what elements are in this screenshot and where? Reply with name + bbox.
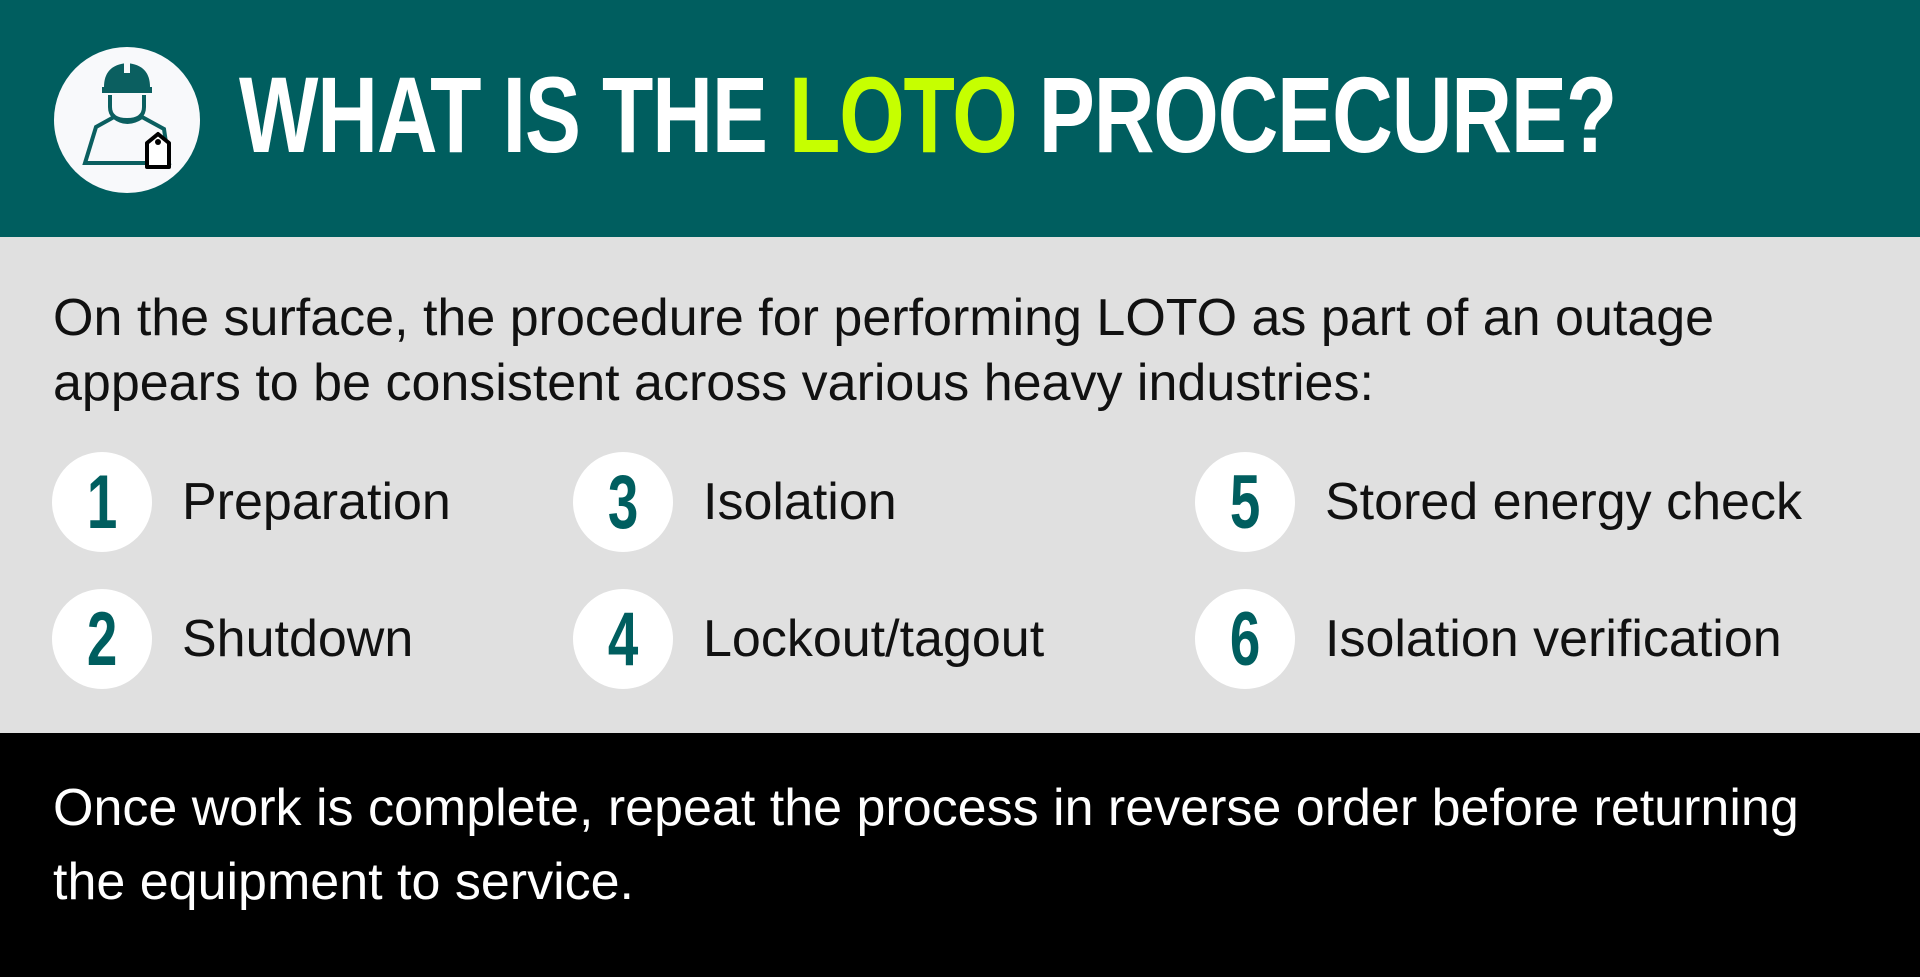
title-text: WHAT IS THE: [239, 53, 790, 175]
step-number-badge: 4: [573, 589, 673, 689]
step-label: Isolation: [703, 473, 897, 531]
step-item: 6 Isolation verification: [1195, 589, 1782, 689]
step-label: Lockout/tagout: [703, 610, 1045, 668]
footer-note: Once work is complete, repeat the proces…: [0, 733, 1920, 977]
page-title: WHAT IS THE LOTO PROCECURE?: [239, 60, 1617, 168]
step-label: Preparation: [182, 473, 451, 531]
header-banner: WHAT IS THE LOTO PROCECURE?: [0, 0, 1920, 237]
step-number-badge: 1: [52, 452, 152, 552]
step-label: Stored energy check: [1325, 473, 1802, 531]
step-number-badge: 5: [1195, 452, 1295, 552]
step-label: Shutdown: [182, 610, 414, 668]
title-highlight: LOTO: [789, 53, 1018, 175]
steps-section: [0, 237, 1920, 733]
step-number-badge: 6: [1195, 589, 1295, 689]
intro-text: On the surface, the procedure for perfor…: [53, 289, 1715, 412]
step-item: 2 Shutdown: [52, 589, 413, 689]
step-number-badge: 3: [573, 452, 673, 552]
worker-with-tag-icon: [54, 47, 200, 193]
step-label: Isolation verification: [1325, 610, 1782, 668]
step-number-badge: 2: [52, 589, 152, 689]
step-item: 3 Isolation: [573, 452, 897, 552]
title-text-end: PROCECURE?: [1016, 53, 1617, 175]
outro-text: Once work is complete, repeat the proces…: [53, 779, 1799, 911]
step-item: 5 Stored energy check: [1195, 452, 1802, 552]
step-item: 1 Preparation: [52, 452, 451, 552]
step-item: 4 Lockout/tagout: [573, 589, 1044, 689]
